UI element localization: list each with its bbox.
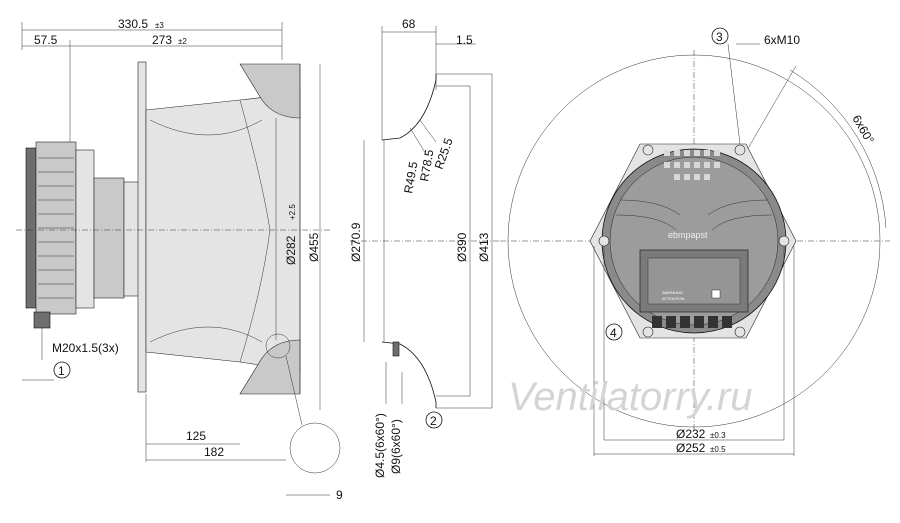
- callout-2-label: 2: [430, 414, 437, 428]
- hub: [93, 177, 125, 299]
- side-view: 330.5 ±3 57.5 273 ±2 M20x1.5(3x) 1: [16, 17, 343, 502]
- dim-232: Ø232: [676, 427, 706, 441]
- dim-motor-depth: 57.5: [34, 33, 58, 47]
- dim-inlet-dia-tol: +2.5: [288, 204, 297, 220]
- dim-impeller-depth-tol: ±2: [178, 37, 187, 46]
- mount-stud: [392, 341, 400, 357]
- r-78-5: R78.5: [417, 148, 436, 182]
- dim-232-tol: ±0.3: [710, 431, 726, 440]
- dim-252-tol: ±0.5: [710, 445, 726, 454]
- mount-hole: [598, 235, 610, 247]
- brand-label: ebmpapst: [668, 230, 708, 240]
- callout-4: [605, 323, 623, 341]
- detail-marker: [265, 333, 291, 359]
- dim-impeller-depth: 273: [152, 33, 172, 47]
- dim-390: Ø390: [455, 232, 469, 262]
- mount-hole: [734, 144, 746, 156]
- holes-small: Ø4.5(6x60°): [373, 413, 387, 478]
- mount-hole: [778, 235, 790, 247]
- cooling-pattern: [664, 150, 720, 180]
- callout-2: [425, 411, 443, 429]
- motor-flange: [75, 149, 95, 309]
- cable-gland: [33, 311, 51, 329]
- callout-3: [711, 27, 729, 45]
- detail-circle: [289, 422, 341, 474]
- dim-9: 9: [336, 488, 343, 502]
- dim-inlet-dia: Ø282: [284, 235, 298, 265]
- holes-large: Ø9(6x60°): [389, 419, 403, 474]
- front-view: 6x60° ebmpapst WARNUNG ATTENTION: [500, 27, 890, 456]
- warning-1: WARNUNG: [662, 290, 683, 295]
- backplate: [137, 61, 147, 393]
- mount-hole: [642, 326, 654, 338]
- callout-1: [53, 361, 71, 379]
- dim-68: 68: [402, 17, 416, 31]
- r-49-5: R49.5: [401, 160, 420, 194]
- warning-2: ATTENTION: [662, 296, 684, 301]
- dim-overall-tol: ±3: [155, 21, 164, 30]
- motor-fins: [38, 157, 74, 299]
- dim-125: 125: [186, 429, 206, 443]
- callout-4-label: 4: [610, 326, 617, 340]
- dim-1-5: 1.5: [456, 33, 473, 47]
- watermark: Ventilatorry.ru: [508, 375, 753, 419]
- connector-row: [652, 316, 732, 328]
- dim-182: 182: [204, 445, 224, 459]
- dim-270-9: Ø270.9: [349, 222, 363, 262]
- dim-413: Ø413: [477, 232, 491, 262]
- mount-hole: [734, 326, 746, 338]
- cable-gland-label: M20x1.5(3x): [52, 341, 119, 355]
- warning-icon: [711, 289, 721, 299]
- motor-cap: [25, 147, 37, 309]
- angle-label: 6x60°: [849, 113, 877, 147]
- callout-1-label: 1: [58, 364, 65, 378]
- mount-hole: [642, 144, 654, 156]
- dim-252: Ø252: [676, 441, 706, 455]
- callout-3-label: 3: [716, 30, 723, 44]
- nozzle-view: 68 1.5 R25.5 R78.5 R49.5 Ø270.9 Ø390 Ø41…: [349, 17, 500, 478]
- dim-overall: 330.5: [118, 17, 148, 31]
- dim-wheel-dia: Ø455: [307, 232, 321, 262]
- thread-label: 6xM10: [764, 33, 800, 47]
- impeller-blades: [145, 89, 301, 373]
